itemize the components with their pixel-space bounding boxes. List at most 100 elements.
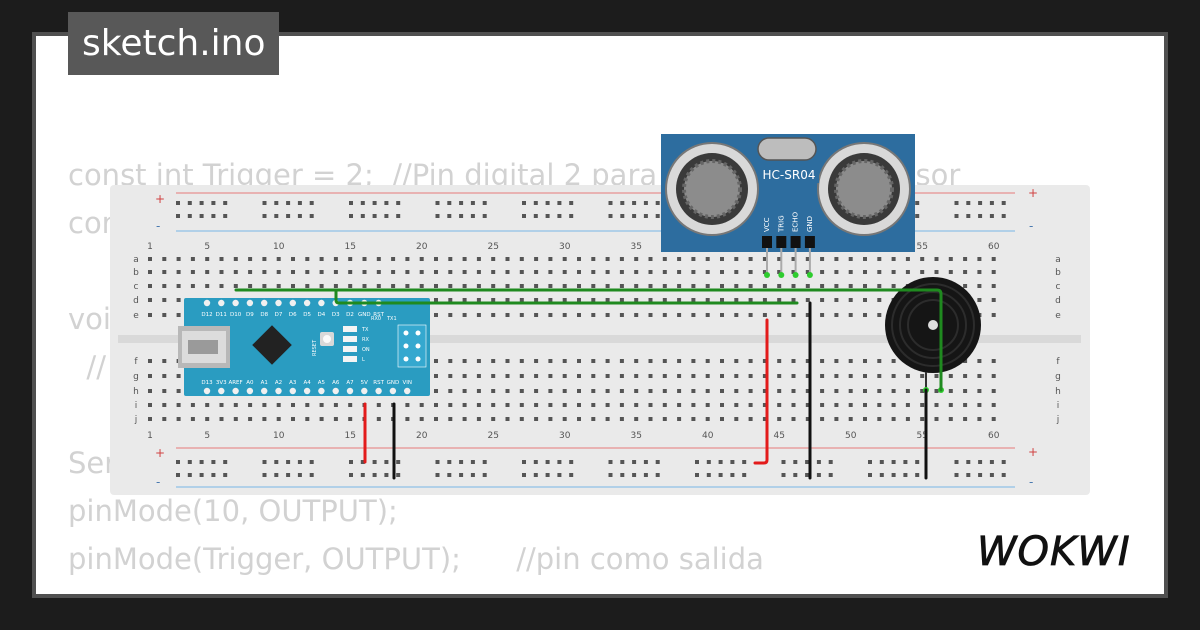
arduino-pin[interactable]: [232, 299, 239, 307]
arduino-pin[interactable]: [318, 387, 325, 395]
arduino-pin[interactable]: [389, 387, 397, 395]
sensor-pin-label: VCC: [763, 217, 771, 232]
breadboard-hole: [748, 417, 753, 421]
arduino-pin[interactable]: [303, 387, 311, 395]
breadboard-hole: [462, 298, 467, 302]
breadboard-hole: [219, 270, 224, 274]
arduino-pin[interactable]: [375, 387, 382, 395]
breadboard-hole: [891, 374, 896, 378]
breadboard-hole: [591, 298, 596, 302]
arduino-pin[interactable]: [203, 387, 211, 395]
breadboard-hole: [634, 403, 639, 407]
arduino-pin-label: A4: [303, 380, 311, 386]
rail-hole: [187, 473, 192, 477]
breadboard-hole: [820, 403, 825, 407]
arduino-pin[interactable]: [318, 299, 325, 307]
breadboard-hole: [877, 359, 882, 363]
arduino-pin[interactable]: [261, 387, 268, 395]
breadboard-hole: [805, 270, 810, 274]
breadboard-hole: [848, 359, 853, 363]
arduino-pin[interactable]: [232, 387, 239, 395]
breadboard-hole: [605, 359, 610, 363]
reset-button-icon[interactable]: [320, 332, 334, 346]
breadboard-hole: [777, 403, 782, 407]
breadboard-hole: [434, 403, 438, 407]
buzzer-icon[interactable]: [885, 277, 981, 393]
rail-hole: [223, 214, 228, 218]
arduino-pin[interactable]: [275, 387, 282, 395]
arduino-pin[interactable]: [289, 299, 296, 307]
breadboard-hole: [991, 257, 996, 261]
rail-hole: [557, 473, 562, 477]
column-number: 25: [487, 431, 498, 441]
arduino-pin[interactable]: [346, 387, 354, 395]
rail-hole: [211, 473, 216, 477]
breadboard-hole: [820, 270, 825, 274]
breadboard-hole: [348, 403, 353, 407]
breadboard-hole: [505, 403, 510, 407]
row-letter: g: [133, 372, 139, 382]
arduino-pin-label: A1: [261, 380, 268, 386]
breadboard-hole: [720, 359, 724, 363]
column-number: 35: [630, 242, 641, 252]
breadboard-hole: [333, 284, 338, 288]
rail-hole: [533, 214, 538, 218]
rail-hole: [360, 473, 365, 477]
breadboard-hole: [434, 313, 438, 317]
file-title-tab[interactable]: sketch.ino: [68, 12, 280, 75]
rail-hole: [470, 473, 475, 477]
breadboard-hole: [205, 403, 210, 407]
breadboard-hole: [820, 298, 825, 302]
arduino-pin[interactable]: [303, 299, 311, 307]
arduino-pin[interactable]: [261, 299, 268, 307]
arduino-pin[interactable]: [275, 299, 282, 307]
column-number: 60: [988, 431, 1000, 441]
arduino-pin[interactable]: [246, 387, 254, 395]
breadboard-hole: [319, 403, 324, 407]
code-line: //: [68, 350, 106, 384]
sensor-pin-contact[interactable]: [764, 272, 770, 278]
breadboard-hole: [619, 257, 624, 261]
breadboard-hole: [176, 313, 181, 317]
row-letter: g: [1055, 372, 1061, 382]
rail-hole: [297, 460, 302, 464]
sensor-pin-contact[interactable]: [792, 272, 799, 278]
breadboard-hole: [148, 389, 152, 393]
breadboard-hole: [305, 403, 310, 407]
arduino-pin[interactable]: [218, 387, 225, 395]
wire-green-buzzer-signal: [234, 288, 943, 392]
arduino-pin[interactable]: [361, 387, 368, 395]
arduino-pin[interactable]: [332, 387, 339, 395]
breadboard-hole: [662, 359, 667, 363]
rail-hole: [274, 214, 279, 218]
breadboard-hole: [491, 417, 496, 421]
breadboard-hole: [705, 257, 710, 261]
column-number: 20: [416, 431, 428, 441]
rail-hole: [828, 473, 833, 477]
breadboard-hole: [548, 284, 553, 288]
arduino-pin[interactable]: [246, 299, 254, 307]
breadboard-hole: [534, 298, 539, 302]
breadboard-hole: [462, 313, 467, 317]
breadboard-hole: [176, 403, 181, 407]
sensor-pin-contact[interactable]: [806, 272, 813, 278]
breadboard-hole: [691, 359, 696, 363]
rail-hole: [816, 460, 821, 464]
breadboard-hole: [805, 403, 810, 407]
microcontroller-chip-icon: [252, 325, 292, 365]
rail-hole: [1001, 201, 1006, 205]
breadboard-hole: [491, 359, 496, 363]
arduino-pin[interactable]: [289, 387, 296, 395]
arduino-pin[interactable]: [404, 387, 411, 395]
arduino-pin[interactable]: [218, 299, 225, 307]
rail-minus-label-top-right: -: [1029, 219, 1033, 233]
arduino-pin[interactable]: [203, 299, 211, 307]
breadboard-hole: [991, 359, 996, 363]
sensor-pin-contact[interactable]: [778, 272, 785, 278]
breadboard-hole: [963, 270, 968, 274]
breadboard-hole: [820, 313, 825, 317]
breadboard-hole: [863, 313, 867, 317]
